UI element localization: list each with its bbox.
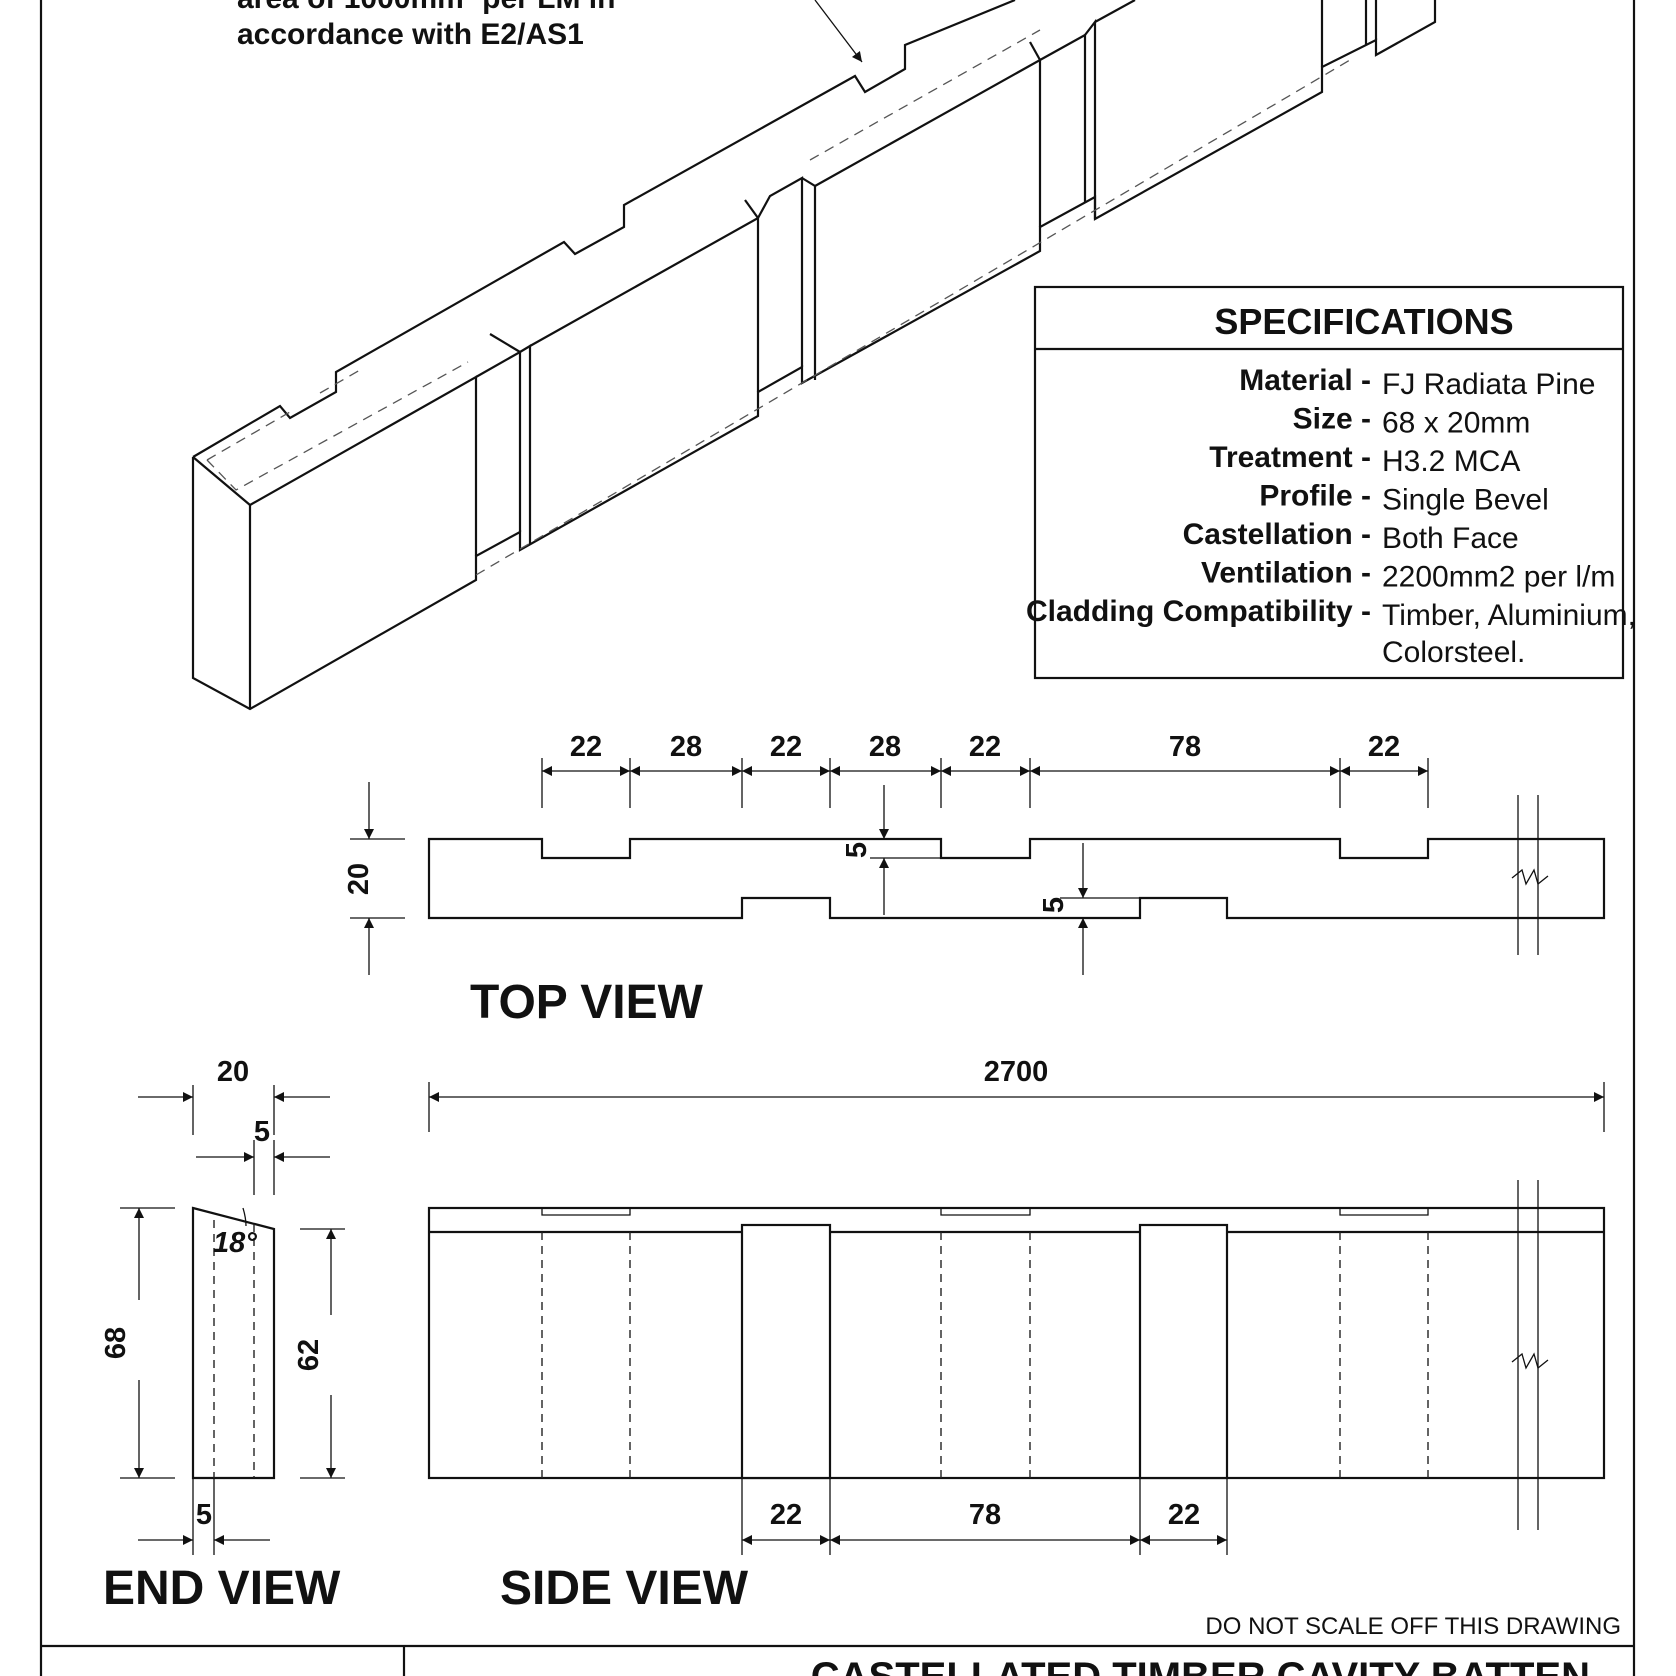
end-view-dim-inner-height: 62 (293, 1339, 325, 1371)
spec-label: Treatment - (1209, 441, 1371, 474)
spec-label: Cladding Compatibility - (1026, 595, 1371, 628)
top-view-dim-label: 22 (1368, 731, 1400, 763)
top-view-dim-label: 22 (570, 731, 602, 763)
end-view: 18° 20 5 68 62 5 END VIEW (100, 1056, 345, 1615)
drawing-frame (39, 0, 1636, 1676)
side-view: 2700 22 78 22 SIDE VIEW (427, 1056, 1606, 1615)
spec-label: Ventilation - (1201, 557, 1371, 590)
spec-value: Timber, Aluminium, (1382, 599, 1636, 632)
spec-value: 2200mm2 per l/m (1382, 561, 1615, 594)
top-view-dim-notch-top: 5 (841, 842, 873, 858)
specifications-heading: SPECIFICATIONS (1214, 301, 1513, 342)
spec-value: 68 x 20mm (1382, 407, 1530, 440)
spec-value: Both Face (1382, 522, 1519, 555)
side-view-dim-label: 22 (1168, 1499, 1200, 1531)
end-view-dim-height: 68 (100, 1327, 132, 1359)
callout-note: area of 1000mm² per LM in accordance wit… (237, 0, 863, 63)
end-view-dim-bottom: 5 (196, 1499, 212, 1531)
top-view-dim-label: 22 (770, 731, 802, 763)
spec-label: Profile - (1259, 480, 1371, 513)
side-view-dim-length: 2700 (984, 1056, 1049, 1088)
spec-label: Castellation - (1183, 518, 1371, 551)
top-view-title: TOP VIEW (470, 976, 704, 1029)
side-view-title: SIDE VIEW (500, 1562, 749, 1615)
do-not-scale-note: DO NOT SCALE OFF THIS DRAWING (1205, 1613, 1621, 1640)
drawing-title: CASTELLATED TIMBER CAVITY BATTEN (811, 1655, 1590, 1676)
side-view-dim-label: 22 (770, 1499, 802, 1531)
spec-label: Size - (1293, 403, 1371, 436)
spec-value: Single Bevel (1382, 484, 1549, 517)
end-view-title: END VIEW (103, 1562, 341, 1615)
isometric-view (191, 0, 1437, 711)
top-view-dim-label: 28 (670, 731, 702, 763)
end-view-dim-bevel: 5 (254, 1116, 270, 1148)
spec-value: H3.2 MCA (1382, 445, 1520, 478)
top-view-dimensions: 22 28 22 28 22 78 22 (541, 731, 1429, 808)
top-view-dim-label: 22 (969, 731, 1001, 763)
spec-value: FJ Radiata Pine (1382, 368, 1595, 401)
top-view-dim-label: 78 (1169, 731, 1201, 763)
top-view-dim-notch-bottom: 5 (1038, 897, 1070, 913)
end-view-dim-angle: 18° (213, 1227, 257, 1259)
top-view-dim-height: 20 (343, 863, 375, 895)
spec-label: Material - (1239, 364, 1371, 397)
specifications-table: SPECIFICATIONS Material - FJ Radiata Pine… (1026, 285, 1636, 680)
callout-line-1: area of 1000mm² per LM in (237, 0, 615, 15)
top-view-dim-label: 28 (869, 731, 901, 763)
callout-line-2: accordance with E2/AS1 (237, 18, 584, 51)
side-view-dim-label: 78 (969, 1499, 1001, 1531)
spec-value-continuation: Colorsteel. (1382, 636, 1525, 669)
end-view-dim-width: 20 (217, 1056, 249, 1088)
top-view: 22 28 22 28 22 78 22 20 5 5 TOP VIEW (343, 731, 1606, 1029)
